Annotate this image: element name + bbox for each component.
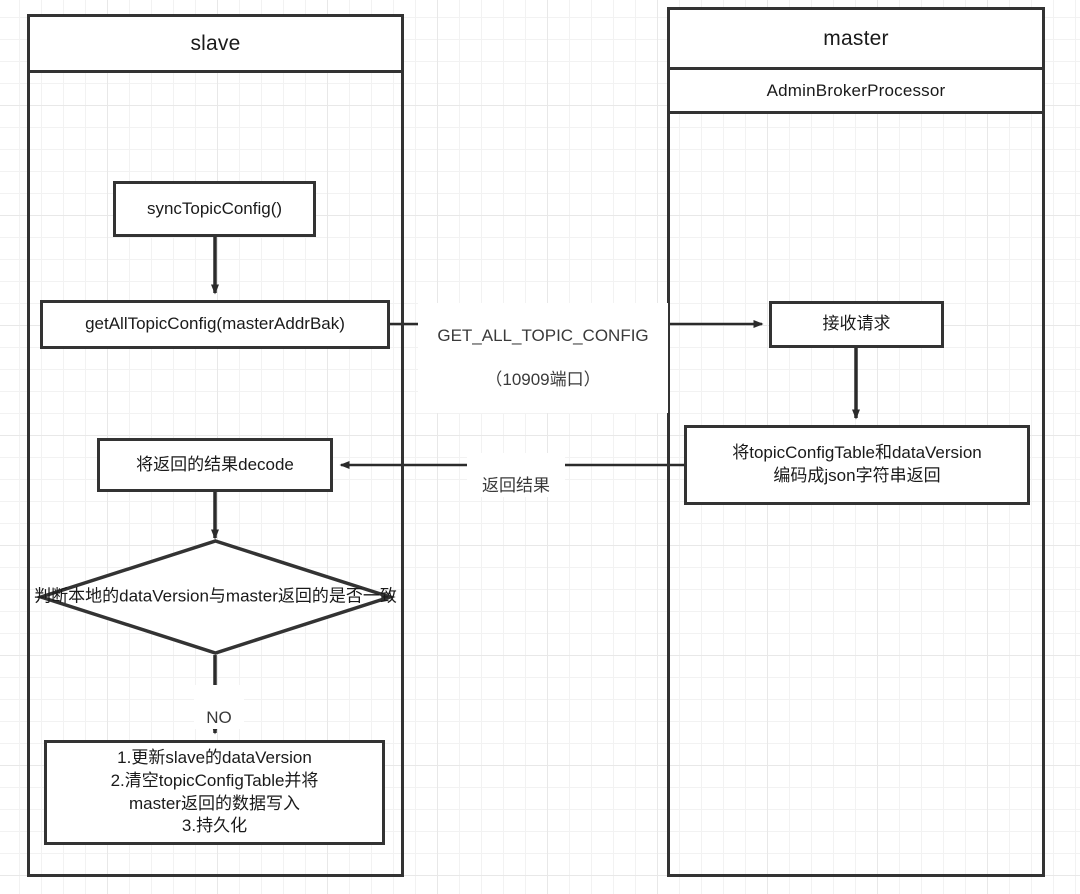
node-apply-result[interactable]: 1.更新slave的dataVersion 2.清空topicConfigTab… xyxy=(44,740,385,845)
lane-master-title: master xyxy=(823,26,889,50)
node-receive-request[interactable]: 接收请求 xyxy=(769,301,944,348)
lane-slave-title: slave xyxy=(190,31,241,55)
lane-master: master AdminBrokerProcessor xyxy=(667,7,1045,877)
edge-label-response: 返回结果 xyxy=(467,453,565,498)
lane-master-subtitle: AdminBrokerProcessor xyxy=(766,80,946,100)
node-receive-request-label: 接收请求 xyxy=(822,314,891,334)
lane-slave-header: slave xyxy=(30,17,401,73)
node-get-all-topic-config-label: getAllTopicConfig(masterAddrBak) xyxy=(85,314,345,334)
lane-master-header: master xyxy=(670,10,1042,70)
decision-diamond-shape xyxy=(35,539,396,655)
node-apply-result-label: 1.更新slave的dataVersion 2.清空topicConfigTab… xyxy=(110,747,319,836)
node-decode-result[interactable]: 将返回的结果decode xyxy=(97,438,333,492)
edge-label-decision-no-text: NO xyxy=(206,708,232,728)
lane-slave: slave xyxy=(27,14,404,877)
edge-label-request-line2: （10909端口） xyxy=(485,370,601,390)
node-encode-json[interactable]: 将topicConfigTable和dataVersion 编码成json字符串… xyxy=(684,425,1030,505)
edge-label-decision-no: NO xyxy=(194,685,244,730)
node-decision-diamond[interactable]: 判断本地的dataVersion与master返回的是否一致 xyxy=(34,538,397,656)
edge-label-request-line1: GET_ALL_TOPIC_CONFIG xyxy=(437,326,649,346)
lane-master-subheader: AdminBrokerProcessor xyxy=(670,70,1042,114)
node-sync-topic-config-label: syncTopicConfig() xyxy=(146,198,283,218)
node-decode-result-label: 将返回的结果decode xyxy=(136,454,294,474)
node-get-all-topic-config[interactable]: getAllTopicConfig(masterAddrBak) xyxy=(40,300,390,349)
node-encode-json-label: 将topicConfigTable和dataVersion 编码成json字符串… xyxy=(732,443,982,485)
edge-label-response-text: 返回结果 xyxy=(482,476,550,496)
edge-label-request: GET_ALL_TOPIC_CONFIG （10909端口） xyxy=(418,303,668,414)
node-sync-topic-config[interactable]: syncTopicConfig() xyxy=(113,181,316,237)
